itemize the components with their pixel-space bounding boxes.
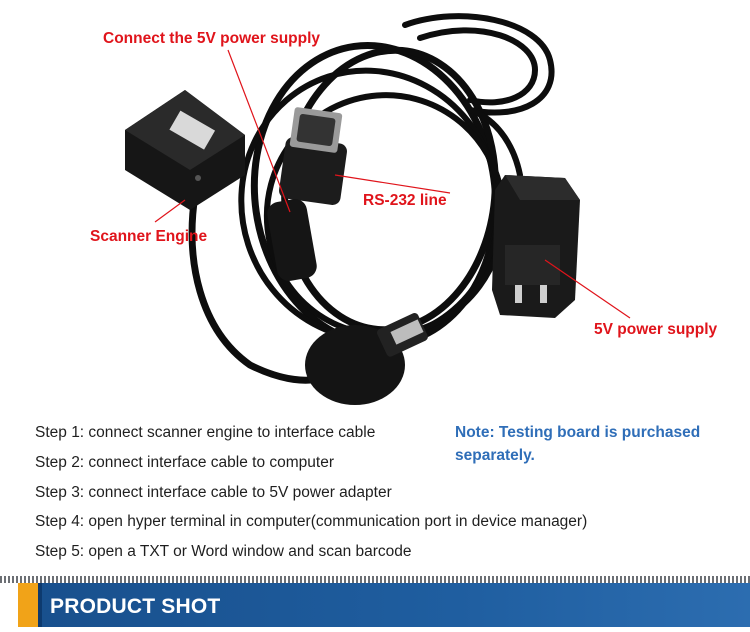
interface-box [305,313,428,405]
leader-line [154,199,186,223]
scanner-cable [188,191,334,384]
leader-line [334,174,451,194]
step-2: Step 2: connect interface cable to compu… [35,454,334,471]
power-adapter [492,175,580,318]
callout-scanner-engine: Scanner Engine [90,228,208,245]
leader-line [227,49,291,213]
leader-line [544,259,631,319]
callout-rs232: RS-232 line [363,192,447,209]
cable-loop [417,27,539,106]
banner-accent [18,583,38,627]
cable-loop [402,13,555,116]
note-line-2: separately. [455,447,535,464]
step-3: Step 3: connect interface cable to 5V po… [35,484,392,501]
banner-accent-edge [38,583,42,627]
banner-bar [18,583,750,627]
banner-title: PRODUCT SHOT [50,595,221,618]
callout-power-connect: Connect the 5V power supply [103,30,321,47]
callout-power-supply: 5V power supply [594,321,718,338]
banner-stripe [0,576,750,583]
step-4: Step 4: open hyper terminal in computer(… [35,513,588,530]
note-line-1: Note: Testing board is purchased [455,424,701,441]
step-5: Step 5: open a TXT or Word window and sc… [35,543,412,560]
scanner-engine [125,90,245,210]
adapter-cable [467,107,523,178]
step-1: Step 1: connect scanner engine to interf… [35,424,376,441]
product-photo [125,13,631,405]
db9-connector [267,107,347,281]
product-shot-banner: PRODUCT SHOT [0,576,750,632]
note: Note: Testing board is purchased separat… [455,421,750,467]
